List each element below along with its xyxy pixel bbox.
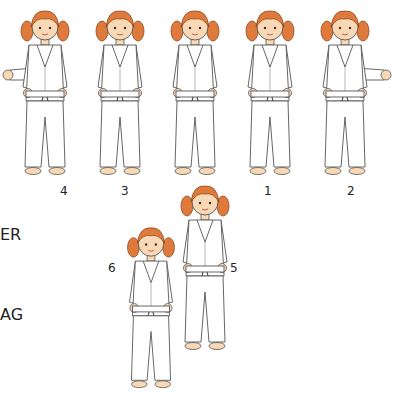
callout-number: 6 xyxy=(108,262,116,274)
callout-number: 5 xyxy=(230,262,238,274)
karate-figure xyxy=(128,228,175,388)
callout-number: 3 xyxy=(121,185,129,197)
cut-off-text: AG xyxy=(0,307,23,323)
cut-off-text: ER xyxy=(0,227,21,243)
karate-figure xyxy=(21,11,69,175)
karate-figure xyxy=(96,11,144,175)
karate-figure xyxy=(181,186,229,350)
karate-figure xyxy=(171,11,219,175)
callout-number: 1 xyxy=(264,185,272,197)
karate-figure xyxy=(246,11,294,175)
callout-number: 4 xyxy=(60,185,68,197)
callout-number: 2 xyxy=(347,185,355,197)
karate-figure xyxy=(321,11,369,175)
